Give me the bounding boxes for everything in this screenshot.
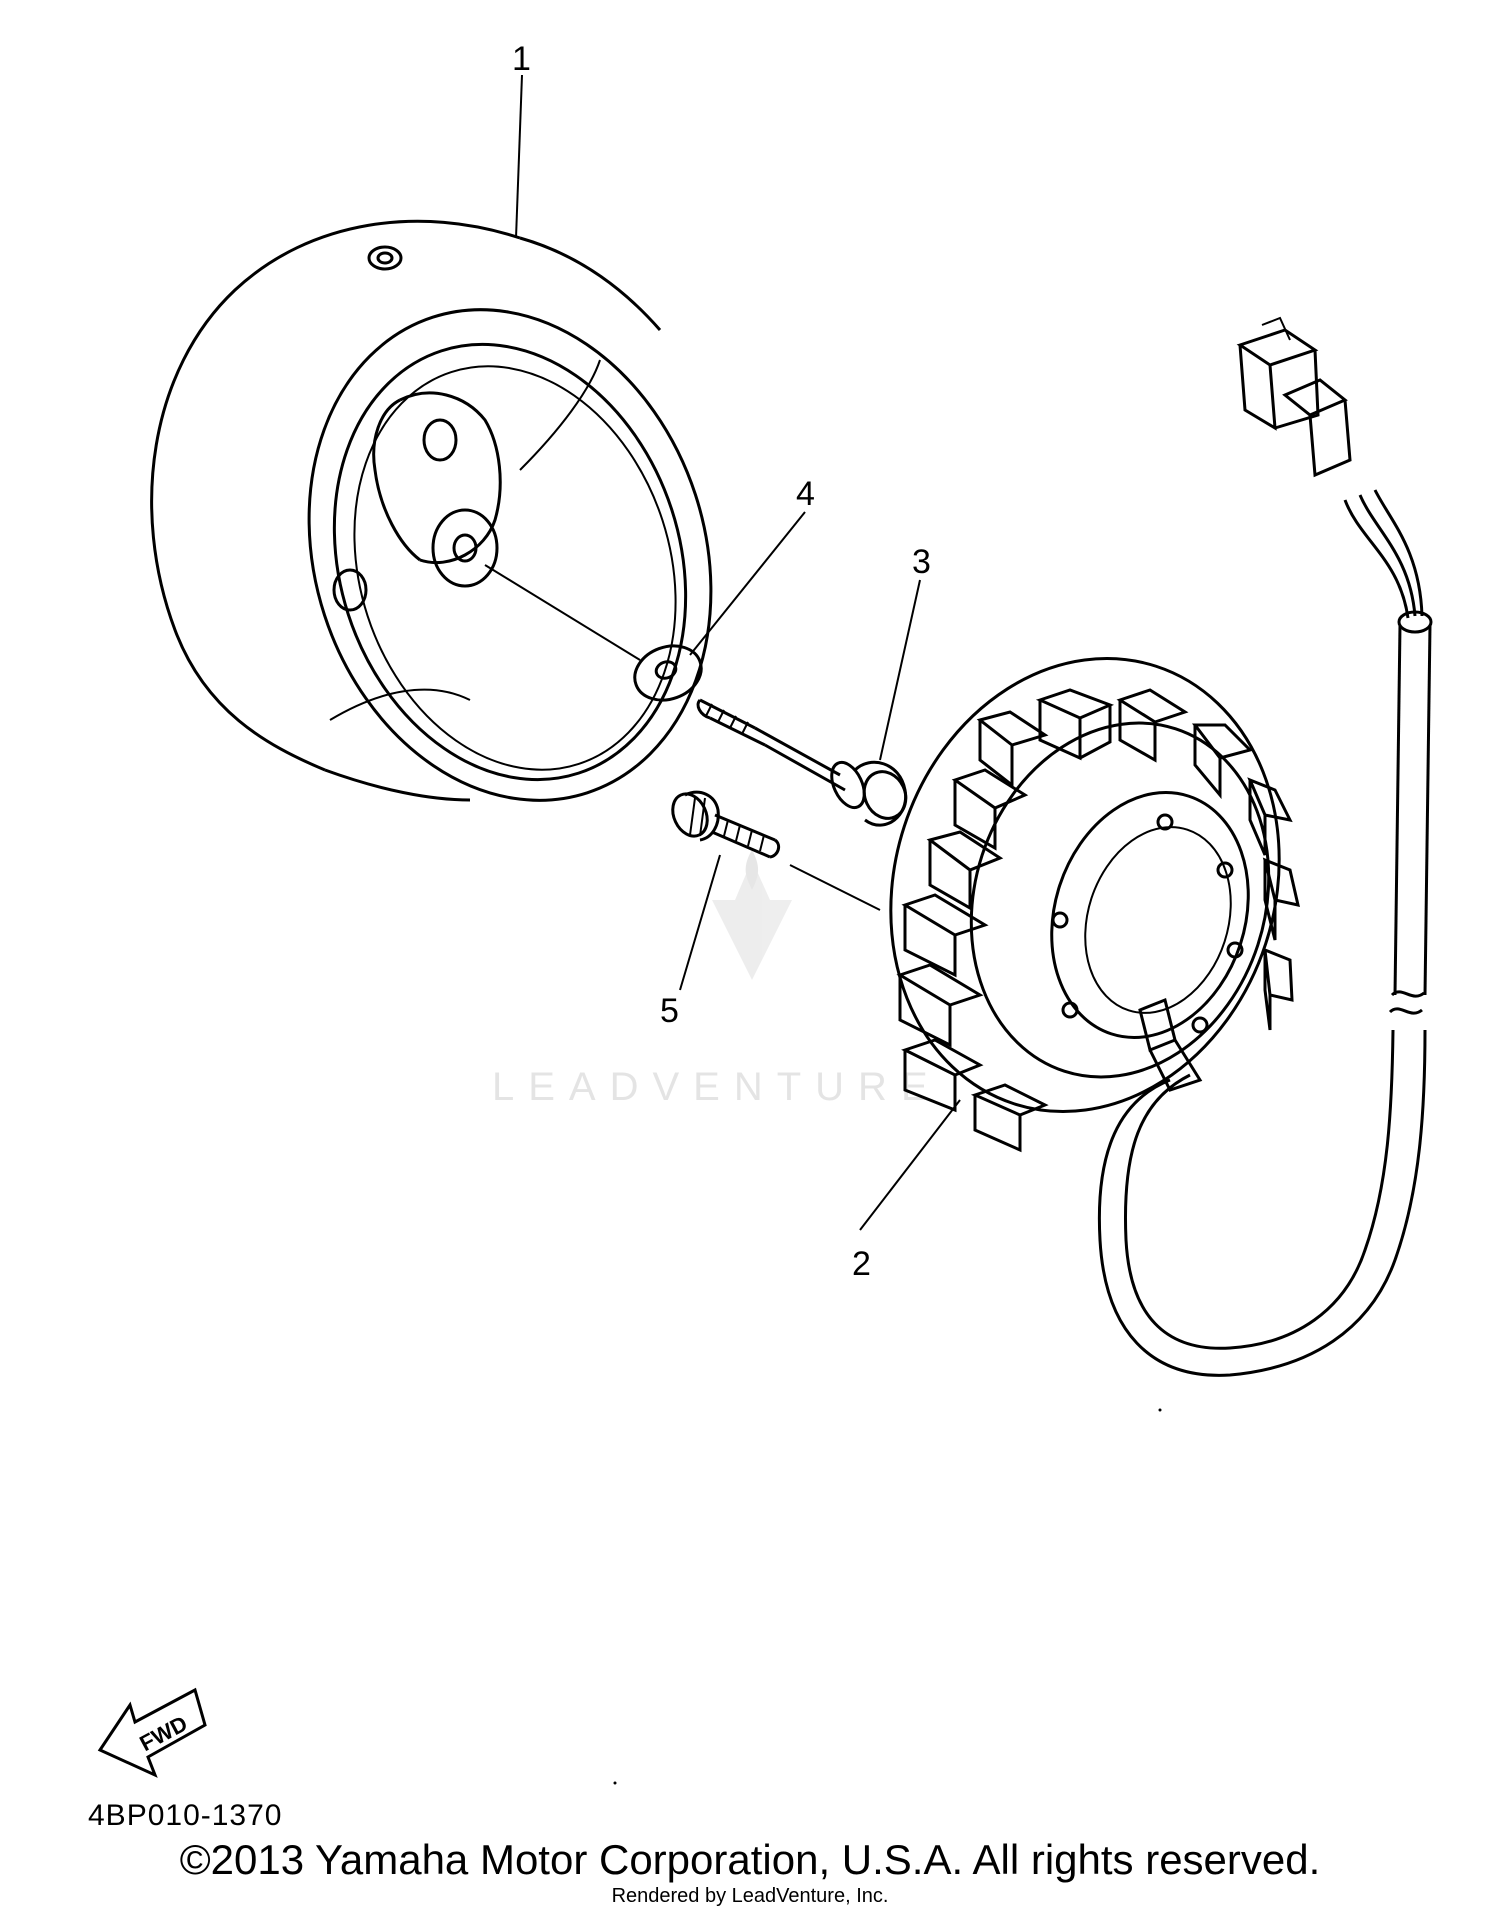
- assembly-line-rotor-washer: [484, 564, 641, 661]
- callout-leaders: [515, 74, 961, 1231]
- rotor-flywheel[interactable]: [150, 219, 773, 853]
- diagram-code: 4BP010-1370: [88, 1799, 283, 1832]
- copyright-notice: ©2013 Yamaha Motor Corporation, U.S.A. A…: [179, 1836, 1321, 1883]
- wire-harness[interactable]: [1097, 489, 1433, 1377]
- washer[interactable]: [627, 637, 709, 709]
- bolt-long[interactable]: [696, 698, 913, 827]
- rendered-by-notice: Rendered by LeadVenture, Inc.: [611, 1885, 889, 1907]
- callout-1: 1: [512, 40, 531, 78]
- callout-3: 3: [912, 543, 931, 581]
- watermark-text: LEADVENTURE: [492, 1065, 942, 1109]
- speck: [613, 1781, 617, 1785]
- callout-5: 5: [660, 992, 679, 1030]
- speck: [1158, 1408, 1162, 1412]
- wire-connector[interactable]: [1236, 316, 1352, 478]
- callout-2: 2: [852, 1245, 871, 1283]
- assembly-line-screw-stator: [789, 864, 881, 911]
- leadventure-watermark: LEADVENTURE: [492, 850, 942, 1109]
- callout-4: 4: [796, 475, 815, 513]
- fwd-arrow-icon: FWD: [97, 1687, 207, 1778]
- stator-assembly[interactable]: [833, 608, 1337, 1163]
- screw-short[interactable]: [666, 788, 781, 859]
